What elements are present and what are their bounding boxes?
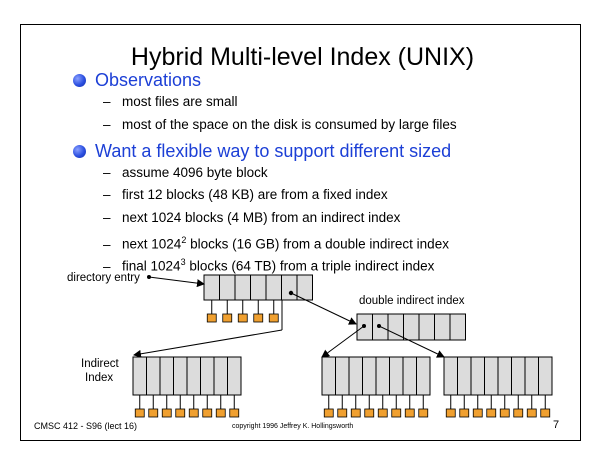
data-block [364,408,375,418]
second-level-arrow [378,325,445,358]
sub-bullet: –final 10243 blocks (64 TB) from a tripl… [103,257,435,274]
slide-title: Hybrid Multi-level Index (UNIX) [130,43,475,71]
data-block [222,313,233,323]
sub-bullet: –assume 4096 byte block [103,165,268,180]
data-block [513,408,524,418]
second-level-arrow [321,325,365,358]
inode-block-row [203,274,313,301]
data-block [229,408,240,418]
slide-frame [20,24,581,441]
double-indirect-row [356,313,466,341]
data-block [404,408,415,418]
data-block [148,408,159,418]
data-block [215,408,226,418]
footer-copyright: copyright 1996 Jeffrey K. Hollingsworth [232,423,354,430]
bullet-dot-icon [73,145,86,158]
data-block [472,408,483,418]
data-block [391,408,402,418]
directory-entry-arrow [148,276,205,288]
data-block [486,408,497,418]
indirect-arrow [133,329,283,358]
data-block [134,408,145,418]
data-block [377,408,388,418]
sub-bullet: –next 1024 blocks (4 MB) from an indirec… [103,210,401,225]
bullet-flexible-way: Want a flexible way to support different… [95,141,452,161]
footer-course: CMSC 412 - S96 (lect 16) [34,421,138,431]
sub-bullet: –most files are small [103,94,238,109]
data-block [253,313,264,323]
data-block [202,408,213,418]
double-indirect-label: double indirect index [359,295,465,307]
footer-page-number: 7 [553,419,560,431]
data-block [323,408,334,418]
indirect-label: Indirect [81,358,119,370]
sub-bullet: –next 10242 blocks (16 GB) from a double… [103,235,449,252]
data-block [237,313,248,323]
data-block [188,408,199,418]
sub-bullet: –first 12 blocks (48 KB) are from a fixe… [103,187,388,202]
indirect-label: Index [85,372,114,384]
data-block [268,313,279,323]
data-block [206,313,217,323]
data-block [526,408,537,418]
data-block [161,408,172,418]
data-block [540,408,551,418]
data-block [337,408,348,418]
data-block [499,408,510,418]
bullet-dot-icon [73,74,86,87]
data-block [350,408,361,418]
data-block [459,408,470,418]
data-block [175,408,186,418]
double-indirect-arrow [290,292,357,325]
data-block [445,408,456,418]
sub-bullet: –most of the space on the disk is consum… [103,117,457,132]
data-block [418,408,429,418]
directory-entry-label: directory entry [67,272,140,284]
bullet-observations: Observations [95,70,202,90]
